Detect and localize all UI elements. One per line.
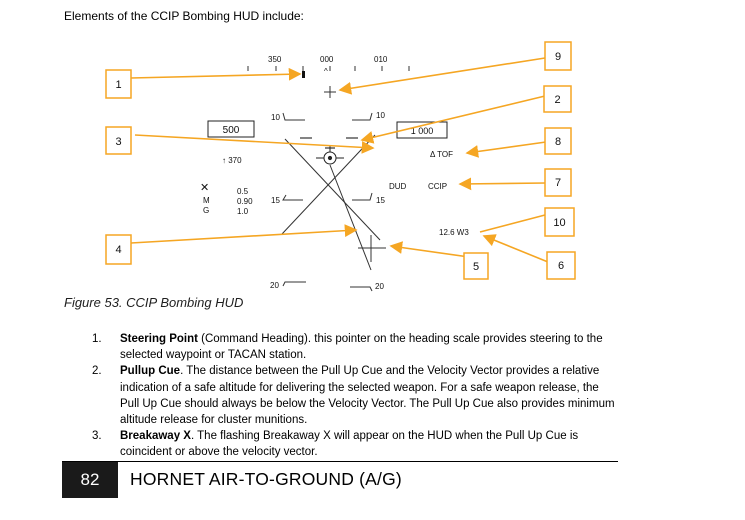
tof-label: Δ TOF [430,150,453,159]
range-waypoint-label: 12.6 W3 [439,228,469,237]
ccip-pipper-icon [358,235,386,262]
callout-arrow-10 [479,214,546,233]
airspeed-box [207,120,255,138]
velocity-vector-icon [316,146,344,165]
callout-box-7 [544,168,572,197]
callout-box-2 [543,85,572,113]
pitch-ladder [282,112,373,292]
footer-rule [62,461,618,462]
ccip-label: CCIP [428,182,447,191]
heading-label-350: 350 [268,55,282,64]
list-item-title: Steering Point [120,333,198,345]
list-item-body: . The flashing Breakaway X will appear o… [120,430,579,459]
figure-caption: Figure 53. CCIP Bombing HUD [64,295,244,310]
callout-label-2: 2 [554,94,560,106]
list-item: 3. Breakaway X. The flashing Breakaway X… [92,428,616,460]
list-item: 2. Pullup Cue. The distance between the … [92,363,616,428]
list-item-body: . The distance between the Pull Up Cue a… [120,365,615,427]
mode-letter-g: G [203,206,209,215]
mach-value: ↑ 370 [222,156,242,165]
callout-box-3 [105,126,132,155]
heading-scale [247,66,410,71]
pitch-label-20-right: 20 [375,282,384,291]
callout-label-3: 3 [115,136,121,148]
footer-title: HORNET AIR-TO-GROUND (A/G) [130,469,402,489]
callout-label-5: 5 [473,261,479,273]
callout-label-8: 8 [555,136,561,148]
airspeed-value: 500 [223,125,240,136]
pitch-label-15-left: 15 [271,196,280,205]
pitch-label-15-right: 15 [376,196,385,205]
callout-arrow-6 [482,234,549,263]
left-stack-2: 0.90 [237,197,253,206]
callout-label-1: 1 [115,79,121,91]
dud-label: DUD [389,182,407,191]
callout-arrow-2 [360,95,546,144]
element-list: 1. Steering Point (Command Heading). thi… [92,331,616,461]
callout-arrow-4 [130,224,358,244]
heading-label-000: 000 [320,55,334,64]
altitude-value: 1 000 [411,126,434,136]
callout-arrow-3 [134,134,375,154]
x-symbol-icon: ✕ [200,182,209,194]
callout-label-10: 10 [553,217,565,229]
heading-label-010: 010 [374,55,388,64]
list-item-number: 3. [92,430,102,443]
bomb-fall-line [329,164,372,271]
callout-box-1 [105,69,132,99]
callout-box-6 [546,251,576,280]
list-item-title: Pullup Cue [120,365,181,378]
callout-arrow-5 [389,241,477,259]
waterline-cross-icon [324,86,336,98]
page-number: 82 [62,462,118,498]
breakaway-x-icon [281,134,381,241]
list-item: 1. Steering Point (Command Heading). thi… [92,331,616,363]
altitude-box [396,121,448,139]
callout-box-9 [544,41,572,71]
intro-text: Elements of the CCIP Bombing HUD include… [64,9,304,23]
left-stack-1: 0.5 [237,187,249,196]
pitch-label-10-left: 10 [271,113,280,122]
list-item-title: Breakaway X [120,430,191,443]
mode-letter-m: M [203,196,210,205]
left-stack-3: 1.0 [237,207,249,216]
callout-box-8 [544,127,572,155]
pitch-label-20-left: 20 [270,281,279,290]
callout-label-6: 6 [558,260,564,272]
list-item-body: (Command Heading). this pointer on the h… [120,333,603,362]
callout-label-9: 9 [555,51,561,63]
callout-box-10 [544,207,575,237]
callout-box-4 [105,234,132,265]
callout-label-7: 7 [555,177,561,189]
callout-box-5 [463,252,489,280]
heading-caret: ^ [324,67,328,76]
callout-label-4: 4 [115,244,121,256]
callout-arrow-7 [458,177,547,191]
pitch-label-10-right: 10 [376,111,385,120]
list-item-number: 1. [92,333,102,345]
steering-point-marker [302,71,305,78]
callout-arrow-8 [465,141,547,158]
list-item-number: 2. [92,365,102,378]
ccip-hud-figure: 350 000 010 ^ 10 10 15 15 20 20 500 1 00… [105,41,576,292]
callout-arrow-1 [130,67,302,81]
callout-arrow-9 [338,57,546,95]
